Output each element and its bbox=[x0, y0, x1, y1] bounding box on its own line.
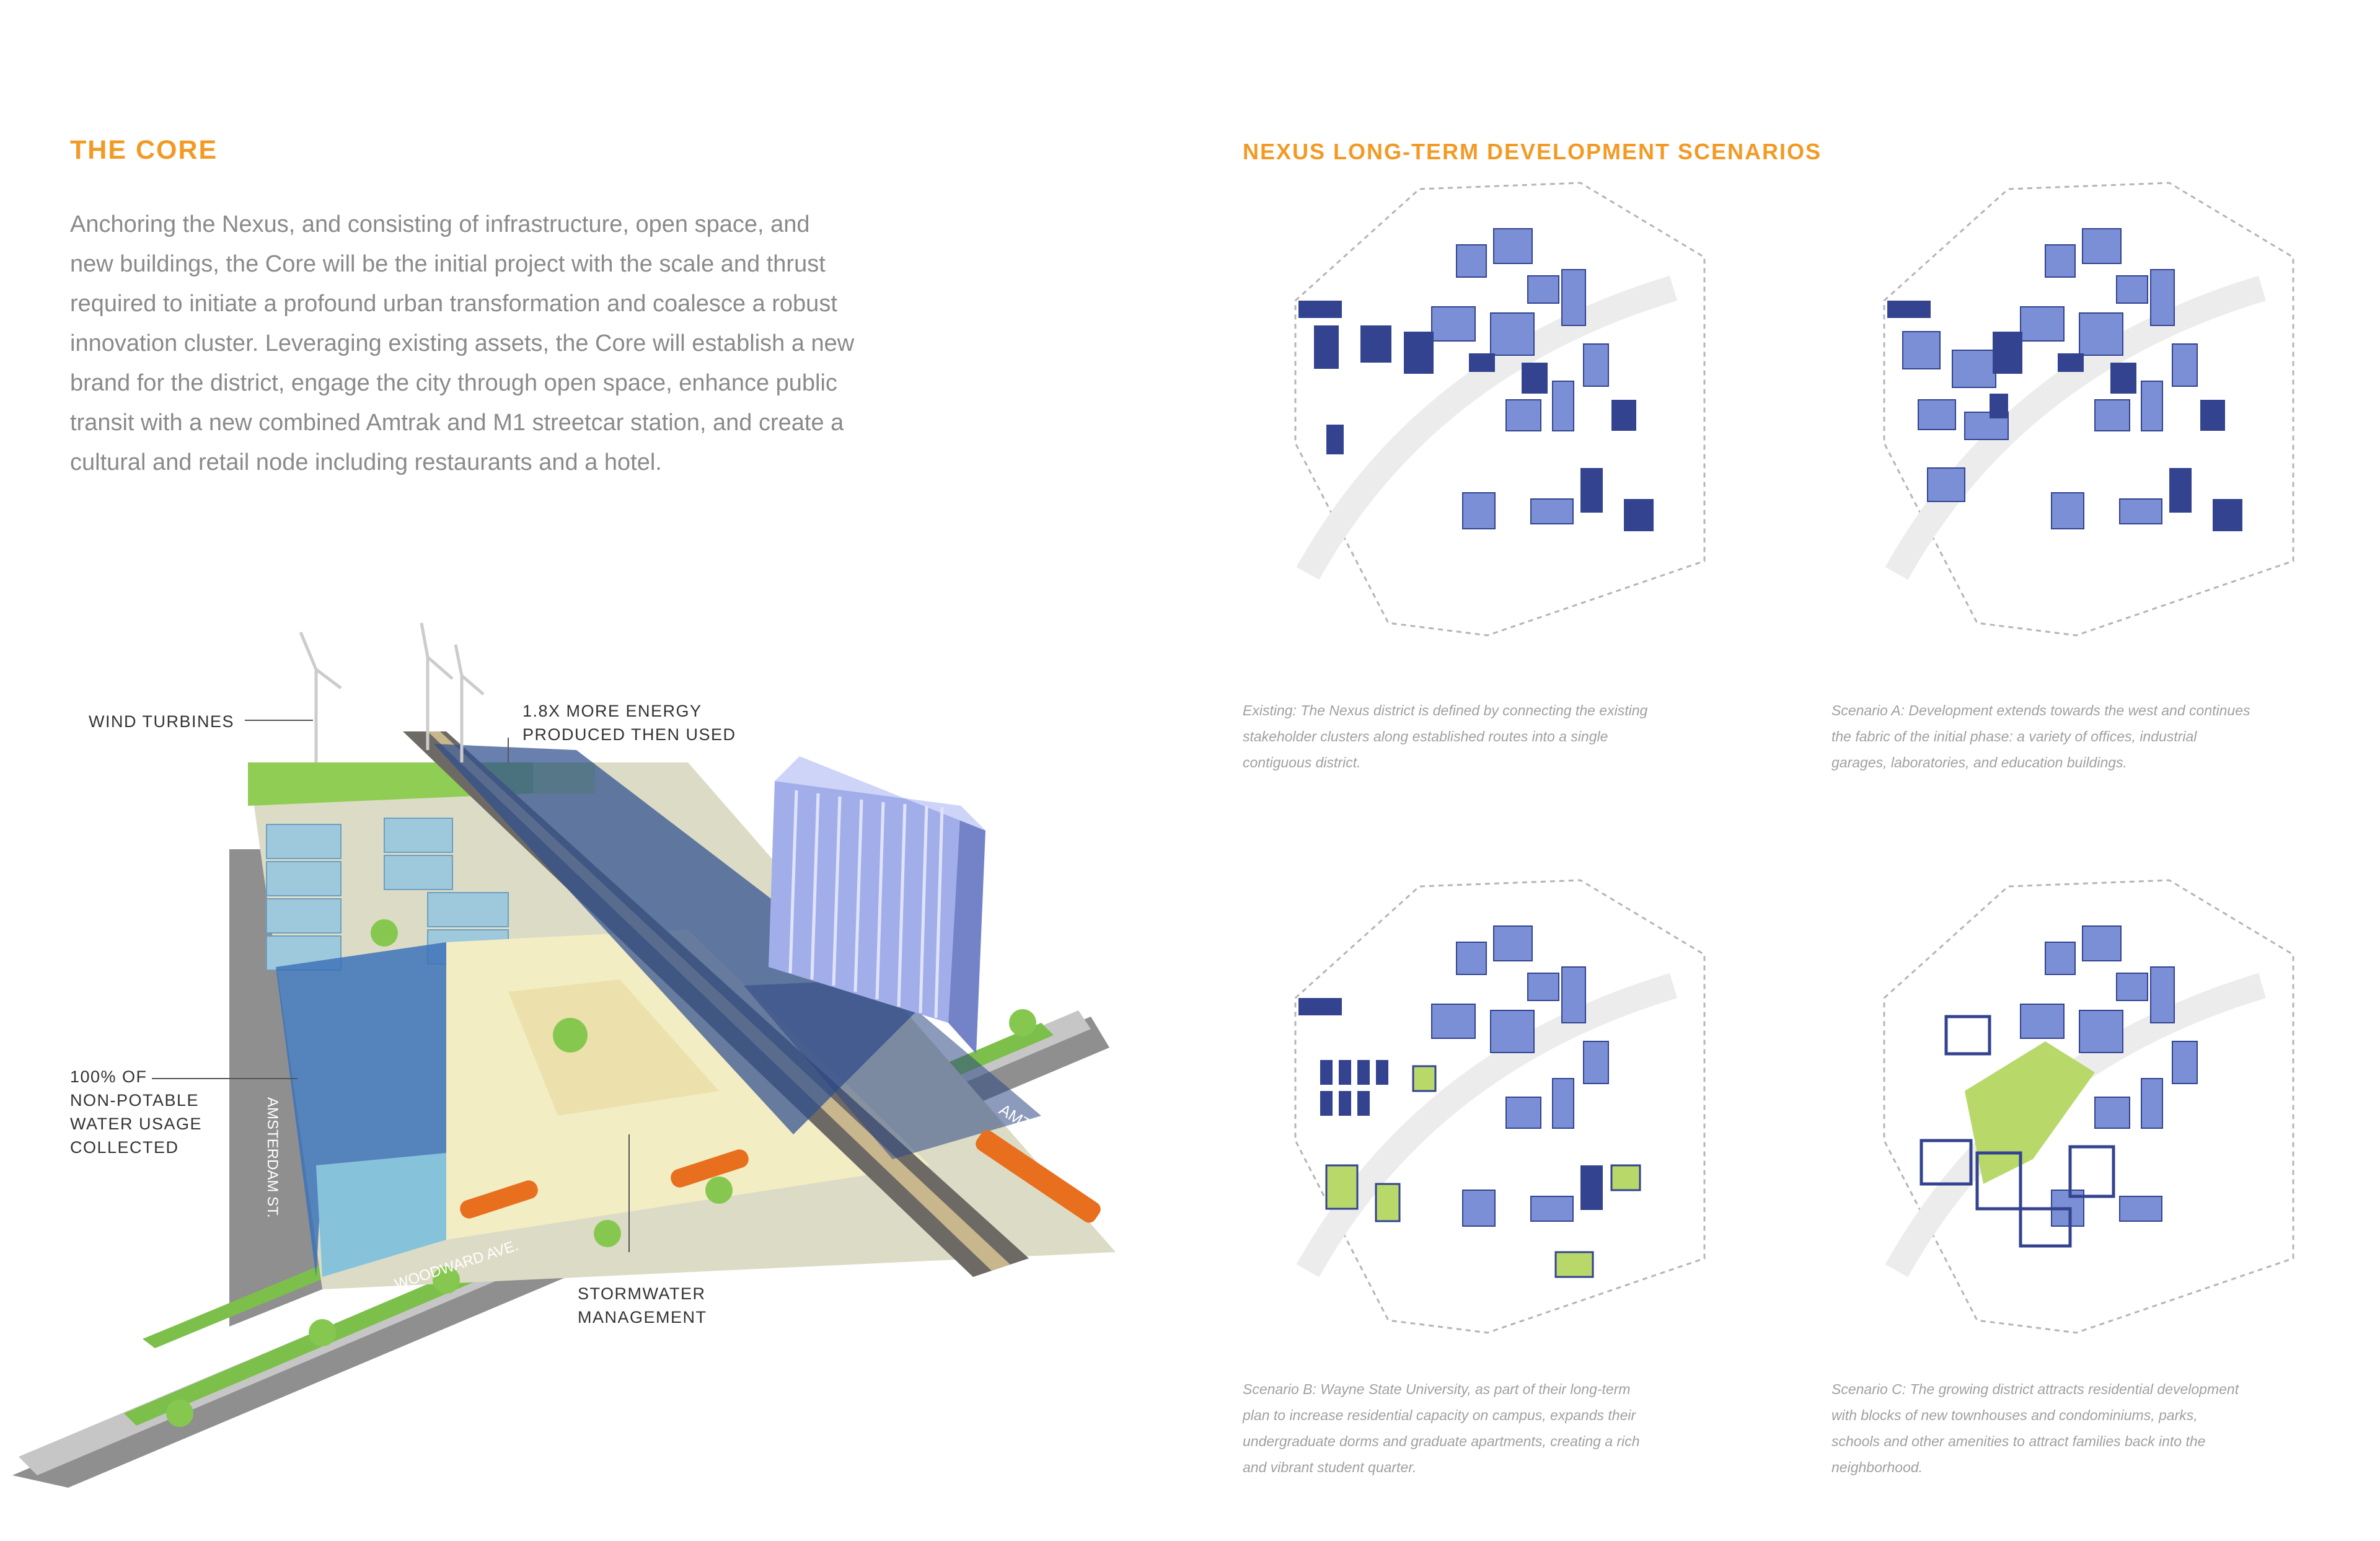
rail-arc bbox=[1296, 973, 1678, 1278]
caption-line: contiguous district. bbox=[1243, 754, 1361, 770]
core-axonometric-diagram: 2ND AVE. CASS AVE. AMSTERDAM ST. WOODWAR… bbox=[12, 622, 1116, 1488]
townhouses bbox=[1919, 1015, 2115, 1248]
m1-streetcar bbox=[460, 1180, 538, 1219]
buildings-dark bbox=[1298, 998, 1603, 1210]
core-line: required to initiate a profound urban tr… bbox=[70, 291, 837, 317]
buildings bbox=[1431, 925, 1609, 1227]
plaza-stripes bbox=[508, 979, 719, 1116]
scenario-map-b bbox=[1294, 879, 1706, 1334]
callout-water-line2: NON-POTABLE bbox=[70, 1091, 200, 1110]
core-line: cultural and retail node including resta… bbox=[70, 449, 662, 475]
caption-line: garages, laboratories, and education bui… bbox=[1831, 754, 2127, 770]
core-line: Anchoring the Nexus, and consisting of i… bbox=[70, 211, 810, 237]
caption-scenario-b: Scenario B: Wayne State University, as p… bbox=[1243, 1376, 1640, 1480]
callout-water-line4: COLLECTED bbox=[70, 1138, 179, 1157]
glass-facade bbox=[316, 1153, 446, 1277]
core-paragraph: Anchoring the Nexus, and consisting of i… bbox=[70, 205, 938, 482]
caption-scenario-c: Scenario C: The growing district attract… bbox=[1831, 1376, 2239, 1480]
callout-stormwater-line1: STORMWATER bbox=[578, 1284, 706, 1303]
callout-stormwater-line2: MANAGEMENT bbox=[578, 1308, 707, 1327]
map-shell bbox=[1294, 182, 1706, 637]
street-label-amsterdam: AMSTERDAM ST. bbox=[264, 1097, 281, 1218]
caption-line: Existing: The Nexus district is defined … bbox=[1243, 702, 1648, 718]
callout-energy-line2: PRODUCED THEN USED bbox=[522, 725, 736, 744]
core-line: transit with a new combined Amtrak and M… bbox=[70, 410, 844, 436]
rail-arc bbox=[1885, 275, 2267, 580]
caption-line: schools and other amenities to attract f… bbox=[1831, 1433, 2206, 1449]
callout-leaders bbox=[152, 720, 630, 1252]
callout-water-line3: WATER USAGE bbox=[70, 1115, 203, 1133]
energy-canopy-extension bbox=[744, 979, 1041, 1159]
nexus-title: NEXUS LONG-TERM DEVELOPMENT SCENARIOS bbox=[1243, 139, 1822, 164]
core-line: new buildings, the Core will be the init… bbox=[70, 251, 826, 277]
caption-line: neighborhood. bbox=[1831, 1459, 1923, 1475]
student-housing bbox=[1325, 1065, 1641, 1278]
caption-line: and vibrant student quarter. bbox=[1243, 1459, 1417, 1475]
caption-line: Scenario C: The growing district attract… bbox=[1831, 1381, 2239, 1397]
map-shell bbox=[1883, 182, 2294, 637]
scenario-map-existing bbox=[1294, 182, 1706, 637]
buildings bbox=[2020, 925, 2198, 1227]
caption-line: the fabric of the initial phase: a varie… bbox=[1831, 728, 2197, 744]
street-trees bbox=[166, 919, 1036, 1427]
scenario-map-c bbox=[1883, 879, 2294, 1334]
buildings-dark bbox=[1887, 301, 2242, 531]
caption-line: with blocks of new townhouses and condom… bbox=[1831, 1407, 2198, 1423]
core-line: innovation cluster. Leveraging existing … bbox=[70, 330, 855, 356]
caption-line: plan to increase residential capacity on… bbox=[1243, 1407, 1636, 1423]
median-green bbox=[143, 1265, 335, 1348]
tower-stripes bbox=[788, 790, 944, 1018]
callout-energy-line1: 1.8X MORE ENERGY bbox=[522, 702, 702, 720]
map-shell bbox=[1883, 879, 2294, 1334]
caption-line: undergraduate dorms and graduate apartme… bbox=[1243, 1433, 1640, 1449]
rail-arc bbox=[1296, 275, 1678, 580]
glass-building-north bbox=[266, 818, 509, 971]
callout-wind-turbines: WIND TURBINES bbox=[89, 712, 235, 731]
hotel-tower-side bbox=[948, 806, 985, 1054]
hotel-tower-top bbox=[775, 756, 985, 831]
buildings bbox=[1431, 228, 1609, 529]
caption-line: Scenario A: Development extends towards … bbox=[1831, 702, 2250, 718]
caption-line: Scenario B: Wayne State University, as p… bbox=[1243, 1381, 1631, 1397]
amtrak-train bbox=[976, 1130, 1101, 1223]
park-area bbox=[1965, 1041, 2095, 1184]
m1-streetcar bbox=[671, 1149, 749, 1188]
street-label-cass: CASS AVE. bbox=[151, 991, 229, 1015]
buildings-dark bbox=[1298, 301, 1654, 531]
scenario-map-a bbox=[1883, 182, 2294, 637]
core-line: brand for the district, engage the city … bbox=[70, 370, 837, 396]
caption-line: stakeholder clusters along established r… bbox=[1243, 728, 1608, 744]
caption-scenario-a: Scenario A: Development extends towards … bbox=[1831, 697, 2250, 775]
callout-water-line1: 100% OF bbox=[70, 1067, 148, 1086]
core-title: THE CORE bbox=[70, 135, 218, 165]
caption-existing: Existing: The Nexus district is defined … bbox=[1243, 697, 1647, 775]
street-label-2nd: 2ND AVE. bbox=[176, 820, 244, 844]
wind-turbines bbox=[299, 622, 485, 762]
